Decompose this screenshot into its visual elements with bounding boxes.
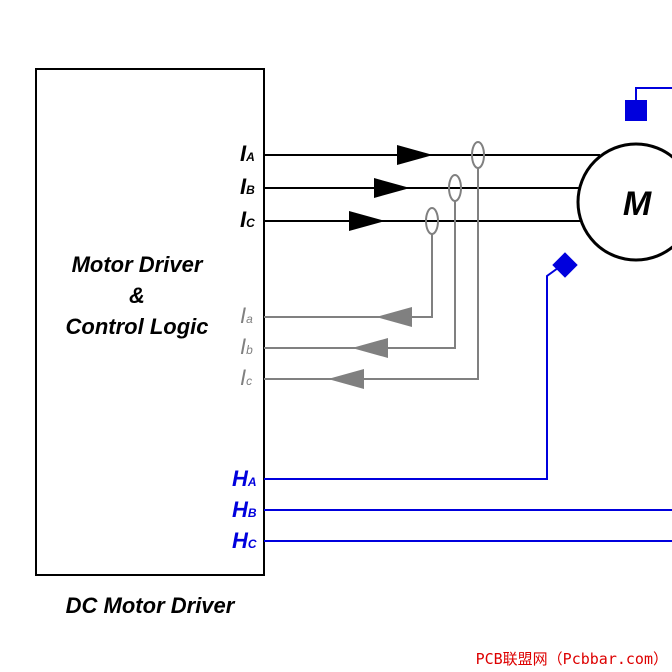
label-ib: IB [240, 174, 255, 199]
hall-line-a [264, 267, 559, 480]
motor-circle [576, 142, 672, 262]
phase-current-labels: IA IB IC [240, 141, 255, 232]
driver-block [35, 68, 265, 576]
hall-sensor-top-wire [635, 87, 672, 100]
sense-arrow-a [328, 369, 364, 389]
sensed-current-labels: Ia Ib Ic [240, 303, 253, 390]
hall-lines [264, 87, 672, 542]
phase-lines [264, 154, 600, 222]
label-ia-sensed: Ia [240, 303, 253, 328]
watermark: PCB联盟网（Pcbbar.com） [476, 650, 668, 668]
motor-label: M [623, 185, 652, 223]
label-ic-sensed: Ic [240, 365, 252, 390]
sense-arrow-c [376, 307, 412, 327]
label-hc: HC [232, 528, 257, 553]
sense-arrows [328, 307, 412, 389]
hall-sensor-top [625, 100, 647, 121]
label-ic: IC [240, 207, 255, 232]
block-label-line2: & [129, 283, 145, 308]
label-ia: IA [240, 141, 255, 166]
sense-line-c [264, 234, 433, 318]
block-label-line1: Motor Driver [72, 252, 204, 277]
hall-sensor-side [552, 252, 578, 278]
phase-arrows [349, 145, 433, 231]
phase-arrow-b [374, 178, 410, 198]
phase-arrow-a [397, 145, 433, 165]
phase-arrow-c [349, 211, 385, 231]
sense-line-b [264, 201, 456, 349]
label-hb: HB [232, 497, 257, 522]
label-ha: HA [232, 466, 257, 491]
sense-arrow-b [352, 338, 388, 358]
label-ib-sensed: Ib [240, 334, 253, 359]
hall-labels: HA HB HC [232, 466, 257, 553]
block-label-line3: Control Logic [66, 314, 209, 339]
caption: DC Motor Driver [66, 593, 236, 618]
